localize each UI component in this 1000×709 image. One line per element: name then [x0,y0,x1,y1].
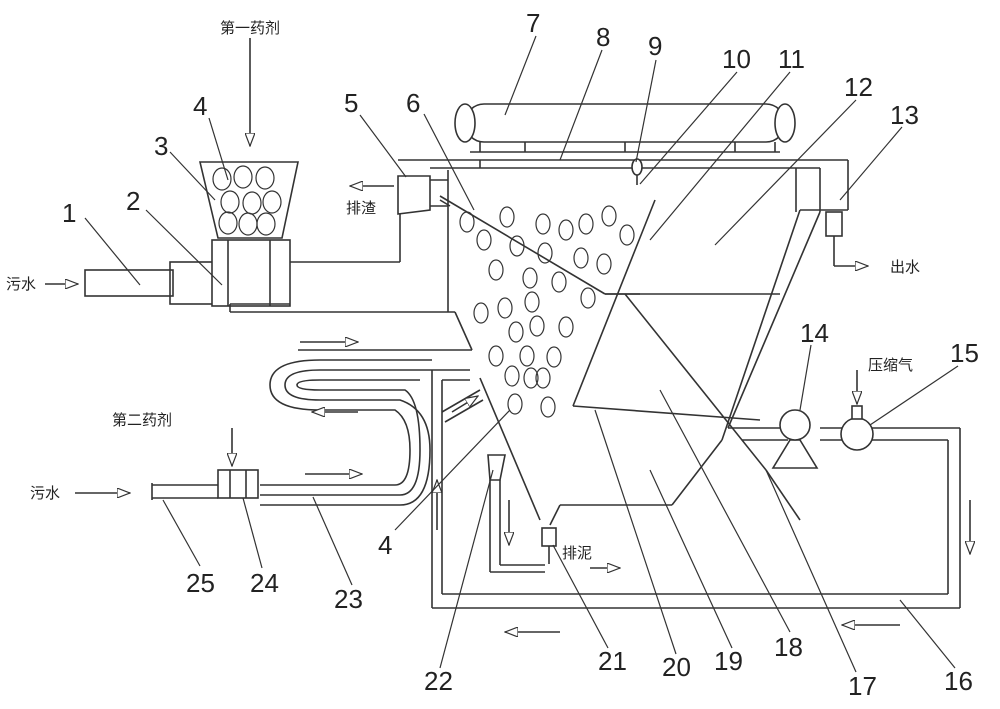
leader-lines [84,35,959,673]
part-number-15: 15 [950,338,979,368]
pump-14 [771,409,819,469]
sensor-9 [631,158,643,185]
hopper-3 [198,161,299,239]
sludge-outlet-21 [541,527,557,564]
part-number-25: 25 [186,568,215,598]
mixer-2 [169,239,291,307]
flotation-tank [398,159,849,526]
part-number-4-bottom: 4 [378,530,392,560]
sewage-pipe-25 [151,483,218,500]
hopper-granules [212,165,282,236]
slag-outlet-5 [397,175,448,215]
part-number-16: 16 [944,666,973,696]
part-number-9: 9 [648,31,662,61]
part-number-5: 5 [344,88,358,118]
part-number-14: 14 [800,318,829,348]
part-number-13: 13 [890,100,919,130]
part-number-23: 23 [334,584,363,614]
main-channel [229,207,473,351]
part-number-19: 19 [714,646,743,676]
part-number-4-top: 4 [193,91,207,121]
loop-pipe-23 [260,359,432,506]
part-number-3: 3 [154,131,168,161]
part-number-8: 8 [596,22,610,52]
label-sludge-discharge: 排泥 [562,544,592,562]
label-sewage-top: 污水 [6,275,36,293]
part-number-1: 1 [62,198,76,228]
label-slag-discharge: 排渣 [346,199,376,217]
label-compressed-air: 压缩气 [868,356,913,374]
part-number-18: 18 [774,632,803,662]
bubbles [459,205,635,418]
part-number-20: 20 [662,652,691,682]
label-first-agent: 第一药剂 [220,19,280,37]
water-outlet-13 [825,211,868,266]
label-sewage-bottom: 污水 [30,484,60,502]
inlet-pipe-1 [84,269,174,297]
part-number-7: 7 [526,8,540,38]
label-water-outlet: 出水 [890,258,920,276]
part-number-24: 24 [250,568,279,598]
part-number-10: 10 [722,44,751,74]
mixer-24 [217,469,259,499]
injection-arrow [451,396,478,413]
part-number-6: 6 [406,88,420,118]
label-second-agent: 第二药剂 [112,411,172,429]
inner-baffle-11 [439,199,451,207]
part-number-11: 11 [778,44,805,74]
part-number-12: 12 [844,72,873,102]
part-number-2: 2 [126,186,140,216]
skimmer-7 [454,103,796,153]
part-number-21: 21 [598,646,627,676]
air-dissolver-15 [840,405,874,451]
part-number-22: 22 [424,666,453,696]
part-number-17: 17 [848,671,877,701]
